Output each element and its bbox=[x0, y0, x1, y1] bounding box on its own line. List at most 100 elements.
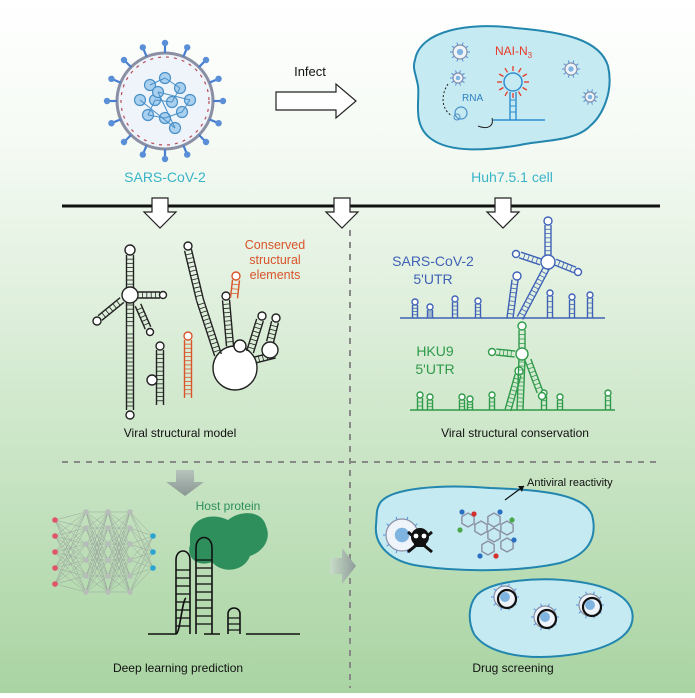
nn-node bbox=[52, 533, 58, 539]
atom bbox=[493, 553, 498, 558]
nn-node bbox=[127, 573, 133, 579]
nn-node bbox=[127, 557, 133, 563]
loop bbox=[557, 394, 563, 400]
loop bbox=[272, 314, 280, 322]
loop bbox=[427, 394, 433, 400]
atom bbox=[471, 511, 476, 516]
conserved-line-3: elements bbox=[250, 268, 301, 282]
spike-tip bbox=[121, 57, 127, 63]
nn-node bbox=[83, 589, 89, 595]
nn-node bbox=[52, 565, 58, 571]
spike-tip bbox=[140, 44, 146, 50]
nn-node bbox=[83, 557, 89, 563]
virus-label: SARS-CoV-2 bbox=[124, 169, 206, 185]
nn-node bbox=[127, 541, 133, 547]
loop bbox=[467, 396, 473, 402]
conserved-line-2: structural bbox=[249, 253, 300, 267]
loop bbox=[518, 322, 526, 330]
sars-5utr-line-2: 5'UTR bbox=[413, 271, 452, 287]
loop bbox=[147, 375, 157, 385]
multibranch-loop bbox=[213, 346, 257, 390]
nn-node bbox=[83, 573, 89, 579]
nn-node bbox=[127, 509, 133, 515]
loop bbox=[547, 290, 553, 296]
nn-node bbox=[150, 533, 156, 539]
loop bbox=[125, 245, 135, 255]
conserved-loop bbox=[232, 272, 240, 280]
loop bbox=[222, 292, 230, 300]
conservation-caption: Viral structural conservation bbox=[441, 426, 589, 440]
cell-label: Huh7.5.1 cell bbox=[471, 169, 553, 185]
loop bbox=[452, 296, 458, 302]
atom bbox=[497, 509, 502, 514]
loop bbox=[541, 255, 555, 269]
spike-tip bbox=[184, 44, 190, 50]
nn-node bbox=[105, 541, 111, 547]
loop bbox=[513, 251, 520, 258]
spike-tip bbox=[104, 98, 110, 104]
sars-5utr-line-1: SARS-CoV-2 bbox=[392, 253, 474, 269]
loop bbox=[489, 392, 495, 398]
nn-node bbox=[105, 525, 111, 531]
spike-tip bbox=[215, 120, 221, 126]
stem bbox=[127, 330, 134, 410]
loop bbox=[122, 287, 138, 303]
structural-model-caption: Viral structural model bbox=[124, 426, 237, 440]
spike-tip bbox=[121, 139, 127, 145]
spike-tip bbox=[184, 151, 190, 157]
atom bbox=[457, 527, 462, 532]
loop bbox=[587, 292, 593, 298]
loop bbox=[569, 294, 575, 300]
loop bbox=[489, 349, 496, 356]
spike-tip bbox=[140, 151, 146, 157]
spike-tip bbox=[215, 76, 221, 82]
nn-node bbox=[83, 525, 89, 531]
loop bbox=[126, 411, 134, 419]
loop bbox=[93, 317, 101, 325]
hku9-line-2: 5'UTR bbox=[415, 361, 454, 377]
rna-label: RNA bbox=[462, 93, 483, 104]
spike-tip bbox=[162, 40, 168, 46]
loop bbox=[160, 292, 167, 299]
atom bbox=[509, 517, 514, 522]
conserved-line-1: Conserved bbox=[245, 238, 305, 252]
loop bbox=[258, 312, 266, 320]
nn-node bbox=[127, 589, 133, 595]
spike-tip bbox=[108, 76, 114, 82]
loop bbox=[417, 392, 423, 398]
nn-node bbox=[105, 573, 111, 579]
loop bbox=[513, 272, 521, 280]
nn-node bbox=[127, 525, 133, 531]
loop bbox=[147, 329, 154, 336]
nn-node bbox=[150, 549, 156, 555]
atom bbox=[459, 509, 464, 514]
spike-tip bbox=[203, 57, 209, 63]
atom bbox=[477, 553, 482, 558]
nn-node bbox=[83, 541, 89, 547]
loop bbox=[234, 340, 246, 352]
antiviral-label: Antiviral reactivity bbox=[527, 477, 613, 489]
nn-node bbox=[52, 549, 58, 555]
loop bbox=[412, 299, 418, 305]
sars-cov-2-virion-icon bbox=[104, 40, 226, 162]
nn-node bbox=[105, 589, 111, 595]
spike-tip bbox=[162, 156, 168, 162]
nn-node bbox=[105, 557, 111, 563]
deep-learning-caption: Deep learning prediction bbox=[113, 661, 243, 675]
nn-node bbox=[83, 509, 89, 515]
reagent-label: NAI-N3 bbox=[495, 44, 533, 60]
infect-label: Infect bbox=[294, 64, 326, 79]
spike-tip bbox=[108, 120, 114, 126]
drug-screening-caption: Drug screening bbox=[472, 661, 553, 675]
nn-node bbox=[105, 509, 111, 515]
conserved-loop bbox=[184, 332, 192, 340]
spike-tip bbox=[220, 98, 226, 104]
nn-node bbox=[52, 517, 58, 523]
loop bbox=[459, 394, 465, 400]
spike-tip bbox=[203, 139, 209, 145]
loop bbox=[575, 269, 582, 276]
host-protein-label: Host protein bbox=[196, 499, 261, 513]
loop bbox=[156, 342, 164, 350]
